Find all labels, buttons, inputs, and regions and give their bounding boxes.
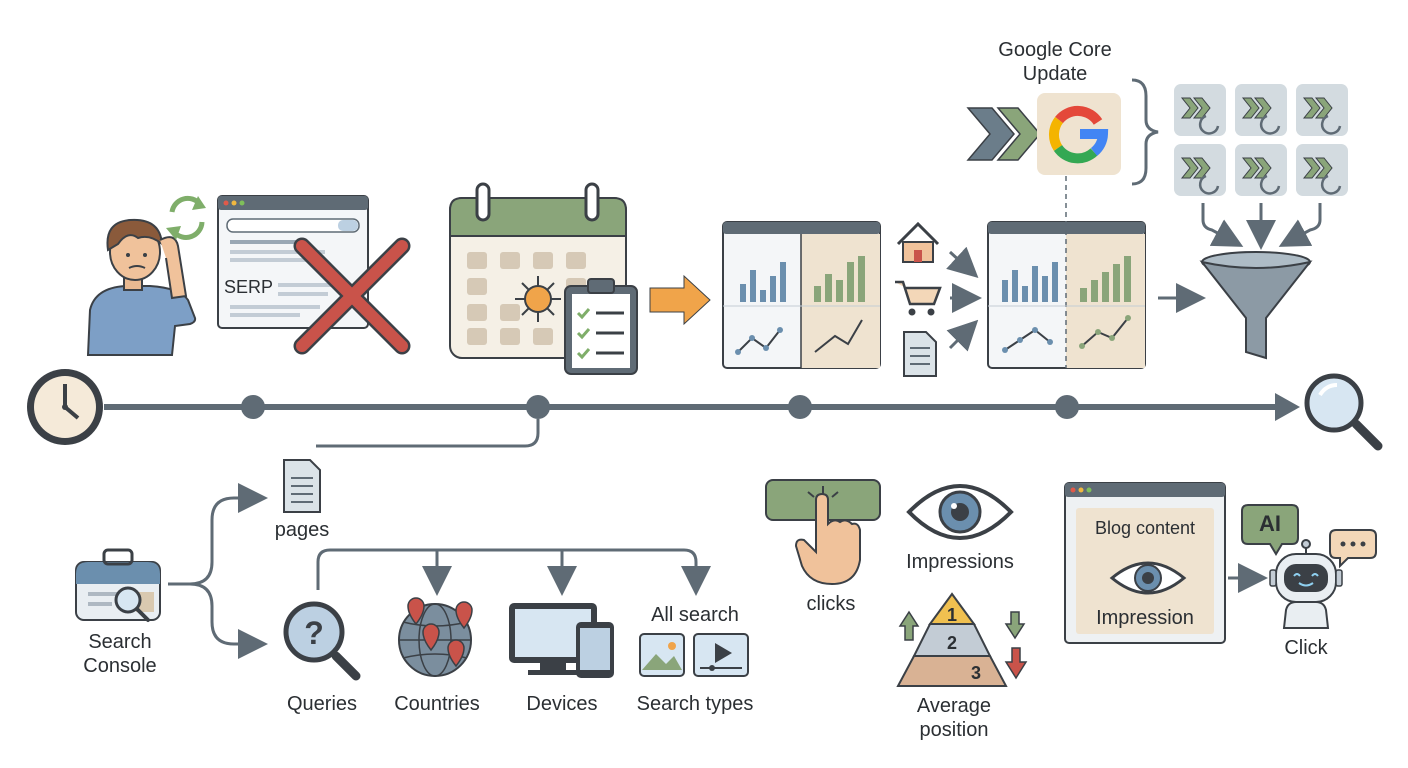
- search-console-branch: [168, 483, 268, 659]
- queries-label: Queries: [286, 693, 358, 715]
- sun-icon: [515, 276, 561, 322]
- google-logo-icon: [1037, 93, 1121, 175]
- rank-3-label: 3: [970, 663, 981, 683]
- search-types-label: Search types: [636, 693, 754, 715]
- timeline-node-2: [526, 395, 550, 419]
- update-tiles: [1174, 84, 1348, 196]
- serp-label: SERP: [224, 277, 274, 297]
- serp-window: [217, 195, 369, 329]
- click-label: Click: [1284, 637, 1328, 659]
- funnel-icon: [1199, 251, 1313, 360]
- search-console-label-line1: Search: [88, 631, 152, 653]
- eye-icon: [906, 484, 1014, 540]
- refresh-icon: [166, 195, 206, 240]
- ai-badge-label: AI: [1259, 511, 1281, 536]
- rank-1-label: 1: [946, 605, 957, 625]
- timeline-node-3: [788, 395, 812, 419]
- rank-2-label: 2: [946, 633, 957, 653]
- orange-arrow-icon: [649, 274, 711, 326]
- search-console-icon: [75, 548, 161, 622]
- confused-person-icon: [86, 218, 197, 356]
- image-icon: [639, 633, 685, 677]
- pages-label: pages: [274, 519, 330, 541]
- arrow-down-icon: [1004, 611, 1026, 640]
- impressions-label: Impressions: [906, 551, 1014, 573]
- dimensions-branch: [316, 548, 711, 596]
- average-position-label-line2: position: [919, 719, 989, 741]
- blog-content-label: Blog content: [1094, 518, 1196, 538]
- dashboard-after: [987, 176, 1146, 369]
- magnifier-icon: [1304, 373, 1383, 451]
- average-position-label-line1: Average: [916, 695, 992, 717]
- arrow-down-red-icon: [1004, 647, 1028, 680]
- pages-icon: [283, 459, 321, 513]
- merge-arrows: [946, 246, 982, 352]
- click-button-icon: [765, 479, 881, 586]
- timeline-node-4: [1055, 395, 1079, 419]
- clipboard-checklist-icon: [564, 278, 638, 375]
- tiles-to-funnel-arrows: [1201, 203, 1322, 250]
- home-icon: [896, 221, 940, 263]
- google-chevrons-icon: [966, 107, 1041, 161]
- document-icon: [903, 331, 937, 377]
- cart-icon: [895, 280, 942, 316]
- dashboard-before: [722, 221, 881, 369]
- timeline: [104, 393, 1300, 448]
- all-search-label: All search: [651, 604, 739, 626]
- blog-window: [1064, 482, 1226, 644]
- impression-label: Impression: [1096, 607, 1194, 629]
- ranking-pyramid-icon: [896, 592, 1008, 687]
- chat-bubble-icon: [1329, 529, 1377, 569]
- countries-label: Countries: [394, 693, 480, 715]
- robot-icon: [1269, 539, 1343, 629]
- core-update-label-line2: Update: [1022, 63, 1088, 85]
- queries-icon: ?: [283, 601, 361, 681]
- search-console-label-line2: Console: [83, 655, 157, 677]
- video-icon: [693, 633, 749, 677]
- timeline-node-1: [241, 395, 265, 419]
- globe-pins-icon: [398, 597, 473, 677]
- core-update-label-line1: Google Core: [998, 39, 1112, 61]
- svg-text:?: ?: [304, 615, 324, 651]
- ai-badge-icon: [1241, 504, 1299, 556]
- clock-icon: [27, 369, 103, 445]
- arrow-up-icon: [898, 610, 920, 641]
- clicks-label: clicks: [806, 593, 856, 615]
- cross-icon: [293, 237, 411, 355]
- devices-label: Devices: [526, 693, 598, 715]
- devices-icon: [509, 603, 614, 678]
- brace-icon: [1131, 78, 1159, 186]
